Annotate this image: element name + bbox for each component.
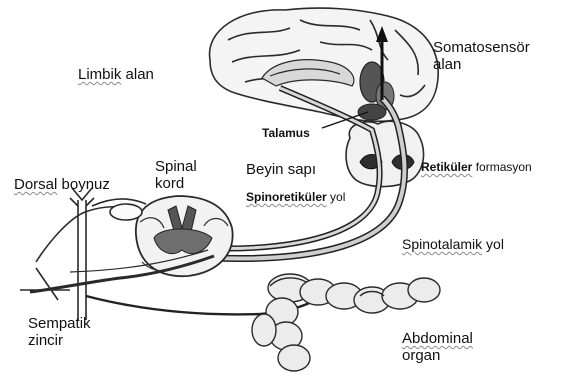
sympathetic-chain-label: Sempatik zincir bbox=[28, 315, 91, 350]
spinal-line1: Spinal bbox=[155, 158, 197, 175]
sympathetic-line1: Sempatik bbox=[28, 315, 91, 332]
brainstem bbox=[346, 121, 424, 186]
abdominal-line2: organ bbox=[402, 347, 473, 364]
spinoreticular-word: Spinoretiküler bbox=[246, 190, 327, 204]
brainstem-label: Beyin sapı bbox=[246, 161, 316, 178]
spinal-cord-label: Spinal kord bbox=[155, 158, 197, 193]
abdominal-line1: Abdominal bbox=[402, 330, 473, 347]
limbic-area-label: Limbik alan bbox=[78, 66, 154, 83]
somatosensory-line1: Somatosensör bbox=[433, 39, 530, 56]
dorsal-suffix: boynuz bbox=[57, 176, 110, 193]
limbic-suffix: alan bbox=[121, 66, 154, 83]
thalamus-label: Talamus bbox=[262, 127, 310, 141]
reticular-suffix: formasyon bbox=[472, 160, 531, 174]
reticular-word: Retiküler bbox=[421, 160, 472, 174]
dorsal-horn-label: Dorsal boynuz bbox=[14, 176, 110, 193]
spinothalamic-tract-label: Spinotalamik yol bbox=[402, 236, 504, 252]
limbic-word: Limbik bbox=[78, 66, 121, 83]
spinal-line2: kord bbox=[155, 175, 197, 192]
somatosensory-area-label: Somatosensör alan bbox=[433, 39, 530, 74]
spinothalamic-word: Spinotalamik bbox=[402, 236, 482, 252]
abdominal-organ-label: Abdominal organ bbox=[402, 330, 473, 365]
spinoreticular-suffix: yol bbox=[327, 190, 346, 204]
sympathetic-line2: zincir bbox=[28, 332, 91, 349]
somatosensory-line2: alan bbox=[433, 56, 530, 73]
dorsal-word: Dorsal bbox=[14, 176, 57, 193]
reticular-formation-label: Retiküler formasyon bbox=[421, 161, 532, 175]
sympathetic-chain bbox=[20, 188, 94, 320]
spinothalamic-suffix: yol bbox=[482, 236, 504, 252]
spinoreticular-tract-label: Spinoretiküler yol bbox=[246, 191, 345, 205]
